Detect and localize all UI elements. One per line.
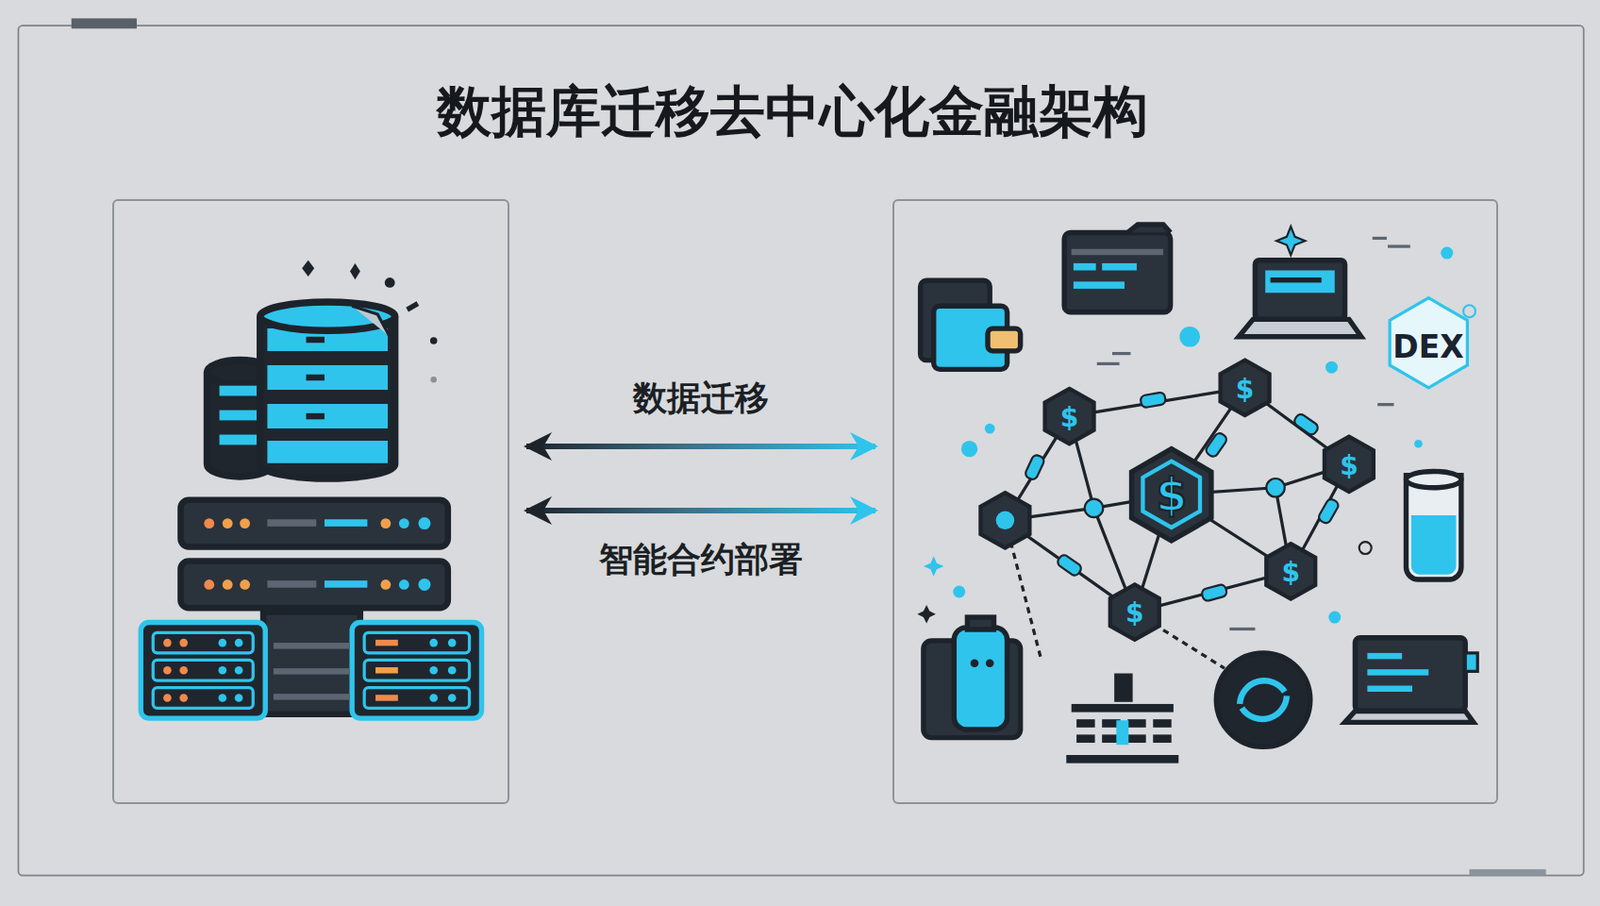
edge-label: 数据迁移 — [627, 375, 775, 422]
target-panel — [892, 199, 1499, 804]
svg-text:$: $ — [1339, 450, 1359, 482]
blockchain-network: $ $ $ $ $ $ — [980, 360, 1373, 668]
svg-text:$: $ — [1125, 597, 1145, 629]
server-rack — [140, 500, 482, 718]
decor-dots — [916, 236, 1476, 631]
sparkles — [301, 260, 437, 384]
source-panel — [112, 199, 510, 804]
title: 数据库迁移去中心化金融架构 — [436, 75, 1149, 150]
double-arrow — [526, 443, 876, 450]
svg-text:$: $ — [1235, 373, 1255, 405]
edge-label: 智能合约部署 — [593, 536, 809, 584]
dapp-icons — [920, 224, 1479, 764]
outer-frame — [17, 17, 1584, 875]
svg-text:$: $ — [1060, 401, 1080, 434]
database-stack — [207, 301, 396, 479]
svg-text:$: $ — [1155, 468, 1187, 521]
double-arrow — [526, 507, 876, 514]
svg-text:$: $ — [1281, 556, 1300, 588]
dex-label: DEX — [1392, 328, 1464, 366]
